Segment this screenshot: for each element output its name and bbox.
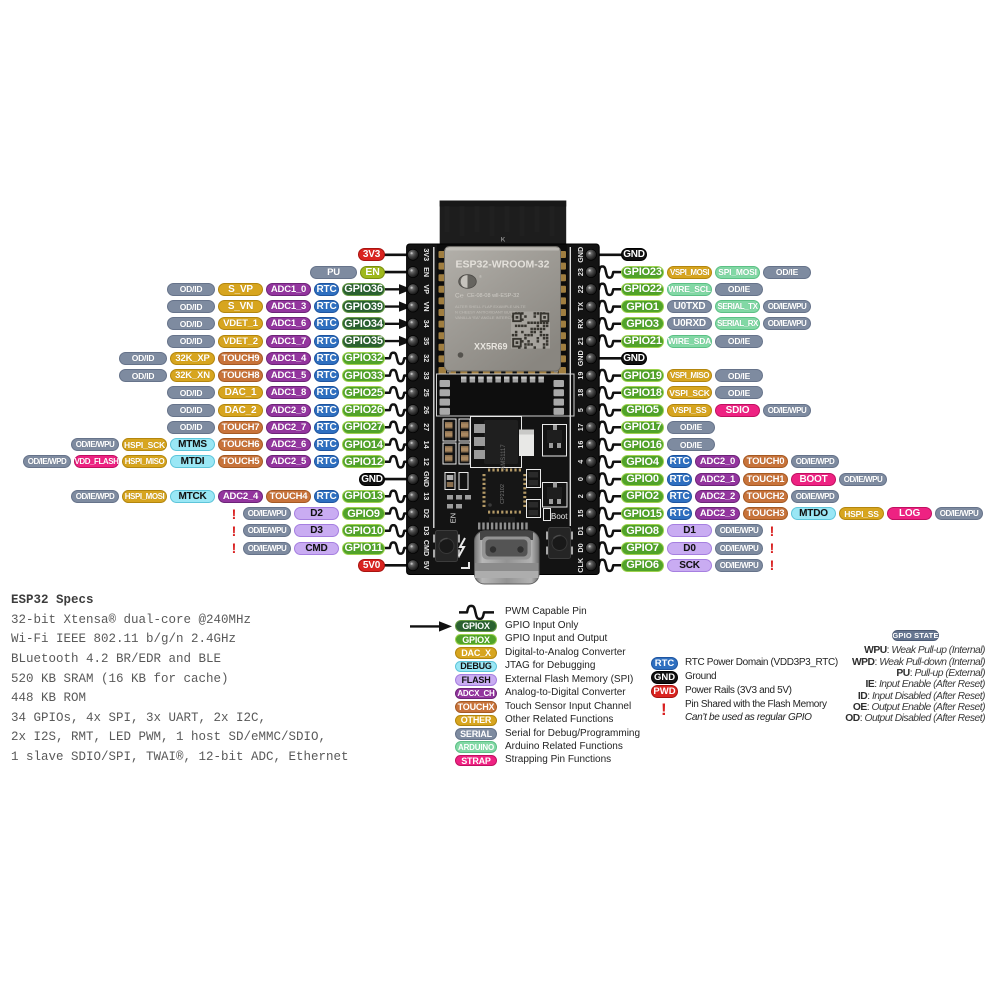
svg-text:®: ® xyxy=(479,274,482,279)
svg-text:32: 32 xyxy=(422,354,431,362)
svg-text:N CHEESY ANTIOXIDANT BUILD: N CHEESY ANTIOXIDANT BUILD xyxy=(455,310,516,315)
svg-text:23: 23 xyxy=(576,268,585,276)
svg-text:5: 5 xyxy=(576,408,585,412)
svg-text:VANILLA “EA” ANGLE INTERCHAN: VANILLA “EA” ANGLE INTERCHANGE xyxy=(455,315,525,320)
svg-text:ALTER SHELL FLAP EXAMPLE UN-TE: ALTER SHELL FLAP EXAMPLE UN-TE xyxy=(455,304,526,309)
svg-text:CE-08-08 wll-ESP-32: CE-08-08 wll-ESP-32 xyxy=(467,293,519,299)
svg-text:17: 17 xyxy=(576,423,585,431)
svg-text:CMD: CMD xyxy=(422,540,431,556)
svg-text:18: 18 xyxy=(576,389,585,397)
svg-text:26: 26 xyxy=(422,406,431,414)
svg-text:RX: RX xyxy=(576,319,585,329)
svg-text:Boot: Boot xyxy=(551,512,568,521)
svg-text:4: 4 xyxy=(576,460,585,464)
svg-text:27: 27 xyxy=(422,423,431,431)
svg-text:12: 12 xyxy=(422,458,431,466)
svg-text:C℮: C℮ xyxy=(455,293,464,300)
svg-text:VN: VN xyxy=(422,302,431,312)
svg-text:22: 22 xyxy=(576,285,585,293)
svg-text:25: 25 xyxy=(422,389,431,397)
svg-text:ESP32-WROOM-32: ESP32-WROOM-32 xyxy=(456,259,550,271)
svg-text:15: 15 xyxy=(576,510,585,518)
svg-text:D1: D1 xyxy=(576,526,585,535)
svg-text:0: 0 xyxy=(576,477,585,481)
svg-text:34: 34 xyxy=(422,320,431,328)
svg-text:D2: D2 xyxy=(422,509,431,518)
svg-text:2: 2 xyxy=(576,494,585,498)
svg-text:19: 19 xyxy=(576,372,585,380)
svg-text:TX: TX xyxy=(576,302,585,311)
svg-text:GND: GND xyxy=(576,247,585,263)
svg-text:5V: 5V xyxy=(422,561,431,570)
svg-text:13: 13 xyxy=(422,492,431,500)
svg-text:33: 33 xyxy=(422,372,431,380)
svg-text:GND: GND xyxy=(422,471,431,487)
svg-text:VP: VP xyxy=(422,285,431,295)
svg-text:14: 14 xyxy=(422,441,431,449)
svg-text:D3: D3 xyxy=(422,526,431,535)
svg-text:D0: D0 xyxy=(576,543,585,552)
svg-text:21: 21 xyxy=(576,337,585,345)
svg-text:Κ: Κ xyxy=(501,237,506,244)
svg-text:3V3: 3V3 xyxy=(422,248,431,261)
svg-text:CLK: CLK xyxy=(576,557,585,573)
svg-text:AMS1117: AMS1117 xyxy=(501,444,507,470)
svg-text:EN: EN xyxy=(449,513,458,523)
svg-text:16: 16 xyxy=(576,441,585,449)
svg-text:XX5R69: XX5R69 xyxy=(474,342,508,352)
svg-text:CP2102: CP2102 xyxy=(500,484,506,504)
svg-text:35: 35 xyxy=(422,337,431,345)
svg-text:EN: EN xyxy=(422,267,431,277)
svg-text:GND: GND xyxy=(576,350,585,366)
